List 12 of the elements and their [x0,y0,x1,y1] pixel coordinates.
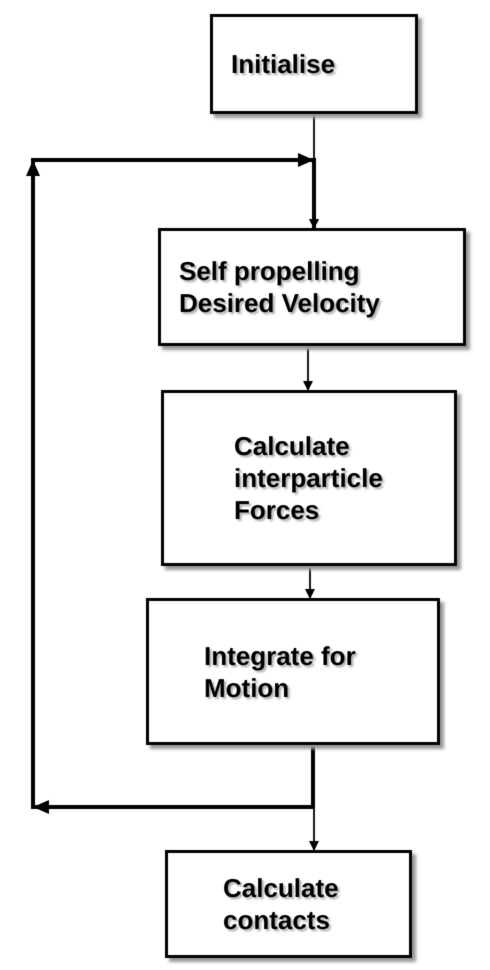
step-label: Self propelling Desired Velocity [179,255,381,319]
step-label: Calculate contacts [223,872,340,936]
arrow [303,346,313,391]
process-box [165,850,412,958]
step-label: Integrate for Motion [204,640,357,704]
arrow [305,566,315,599]
step-label: Calculate interparticle Forces [234,430,384,526]
step-label: Initialise [231,48,336,80]
process-box [146,598,440,745]
process-box [210,14,418,114]
process-box [158,228,466,346]
process-box [161,390,457,566]
